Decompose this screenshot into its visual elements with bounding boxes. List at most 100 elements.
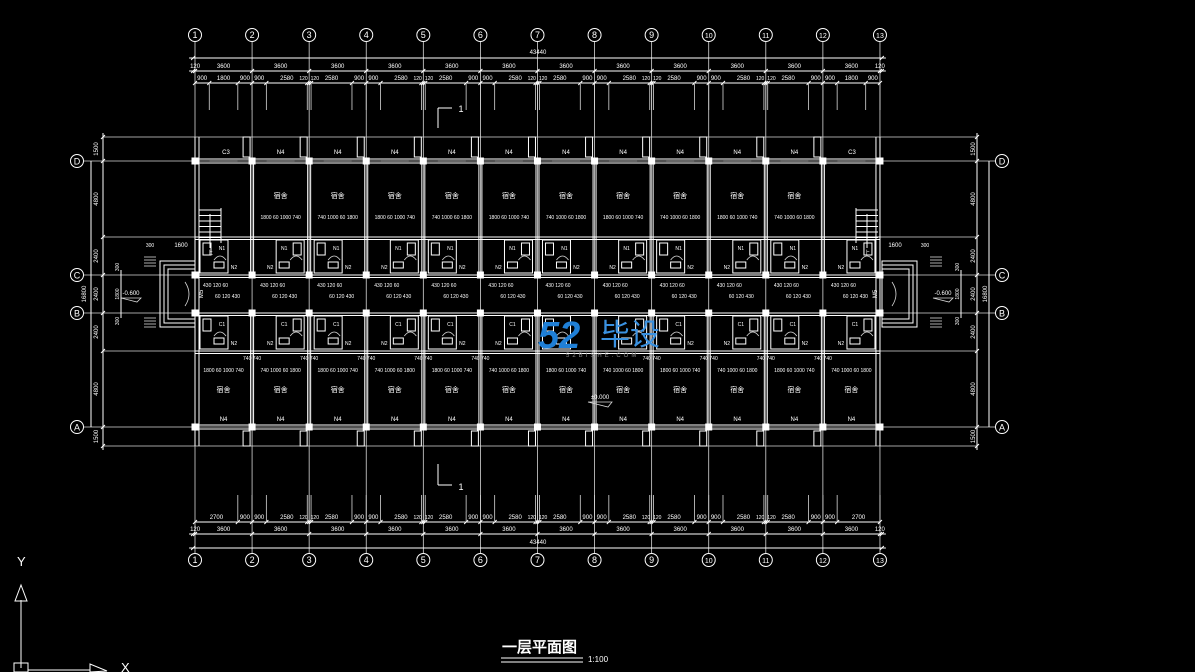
column — [305, 157, 313, 165]
toilet-fixture-bottom — [278, 337, 290, 345]
dim-side: 2400 — [94, 287, 100, 301]
dim-detail: 900 — [240, 515, 251, 521]
room-label: 宿舍 — [559, 191, 573, 200]
door-label-n2: N2 — [267, 341, 274, 347]
room-inner-dims: 740 1000 60 1800 — [717, 368, 758, 374]
axis-label-11: 11 — [762, 558, 769, 565]
dim-detail: 2700 — [210, 515, 224, 521]
drawing-scale: 1:100 — [588, 655, 609, 664]
dim-side: 4800 — [971, 382, 977, 396]
toilet-gap-dims: 740 740 — [471, 356, 489, 362]
dim-detail: 2580 — [667, 515, 681, 521]
column — [533, 309, 541, 317]
dim-tick — [692, 80, 697, 86]
dim-detail: 900 — [354, 515, 365, 521]
dim-detail: 120 — [642, 76, 651, 82]
toilet-bottom — [503, 315, 533, 350]
dim-bay: 3600 — [845, 527, 859, 533]
column — [362, 271, 370, 279]
column — [876, 157, 884, 165]
floor-elevation: ±0.000 — [591, 395, 610, 401]
entrance-dim: 300 — [955, 317, 961, 326]
toilet-gap-dims: 740 740 — [643, 356, 661, 362]
dim-tick — [834, 519, 840, 525]
window-label-n4: N4 — [334, 417, 342, 423]
axis-label-B: B — [999, 309, 1005, 319]
toilet-top — [541, 239, 571, 274]
axis-bubble-8 — [587, 28, 602, 42]
dim-detail: 120 — [311, 515, 320, 521]
balcony-wall — [699, 136, 708, 158]
window-label-n4: N4 — [562, 417, 570, 423]
room-label: 宿舍 — [388, 191, 402, 200]
axis-bubble-12 — [815, 553, 830, 567]
dim-side: 2400 — [971, 249, 977, 263]
dim-tick — [463, 519, 469, 525]
dim-tick — [100, 134, 106, 140]
column — [476, 271, 484, 279]
toilet-gap-dims: 740 740 — [243, 356, 261, 362]
toilet-label: N1 — [333, 246, 340, 252]
dim-bay: 3600 — [788, 527, 802, 533]
window-label-c3: C3 — [222, 150, 230, 156]
door-label-n2: N2 — [495, 341, 502, 347]
toilet-fixture-bottom — [849, 337, 861, 345]
door-swing-top — [327, 255, 341, 261]
dim-side: 4800 — [971, 192, 977, 206]
dim-tick — [190, 545, 196, 551]
dim-detail: 120 — [653, 515, 662, 521]
dim-detail: 900 — [254, 515, 265, 521]
door-label-n2: N2 — [459, 265, 466, 271]
room-inner-dims: 1800 60 1000 740 — [318, 368, 359, 374]
axis-bubble-D — [995, 154, 1009, 168]
dim-detail: 2580 — [781, 515, 795, 521]
dim-detail: 900 — [354, 76, 365, 82]
balcony-wall — [585, 430, 594, 447]
dim-tick — [100, 424, 106, 430]
dim-bay: 3600 — [217, 527, 231, 533]
room-inner-dims: 1800 60 1000 740 — [432, 368, 473, 374]
balcony-wall — [813, 136, 822, 158]
toilet-label: N1 — [219, 246, 226, 252]
toilet-top — [199, 239, 229, 274]
dim-detail: 900 — [582, 76, 593, 82]
room-label: 宿舍 — [673, 385, 687, 394]
balcony-wall — [642, 136, 651, 158]
corridor-dims: 60 120 430 — [672, 294, 697, 300]
dim-side: 1500 — [94, 142, 100, 156]
corridor-dims: 60 120 430 — [843, 294, 868, 300]
dim-tick — [363, 519, 369, 525]
corridor-dims: 430 120 60 — [603, 283, 628, 289]
axis-label-2: 2 — [250, 30, 255, 40]
dim-detail: 2580 — [737, 515, 751, 521]
door-label-n2: N2 — [495, 265, 502, 271]
corridor-dims: 60 120 430 — [272, 294, 297, 300]
dim-detail: 900 — [197, 76, 208, 82]
dim-bay: 3600 — [731, 527, 745, 533]
room-label: 宿舍 — [787, 385, 801, 394]
dim-tick — [463, 80, 469, 86]
axis-bubble-5 — [416, 28, 431, 42]
toilet-bottom — [389, 315, 419, 350]
axis-label-4: 4 — [364, 30, 369, 40]
corridor-dims: 60 120 430 — [329, 294, 354, 300]
dim-detail: 120 — [413, 76, 422, 82]
dim-tick — [765, 80, 771, 86]
window-label-n4: N4 — [733, 417, 741, 423]
dim-detail: 900 — [597, 515, 608, 521]
corridor-dims: 60 120 430 — [786, 294, 811, 300]
entrance-step-right — [881, 264, 914, 324]
column — [819, 271, 827, 279]
dim-tick — [363, 531, 369, 537]
column — [248, 423, 256, 431]
axis-bubble-1 — [188, 28, 202, 42]
dim-detail: 120 — [539, 515, 548, 521]
dim-tick — [478, 68, 483, 74]
dim-tick — [651, 80, 656, 86]
dim-tick — [249, 519, 255, 525]
toilet-gap-dims: 740 740 — [414, 356, 432, 362]
dim-tick — [647, 519, 653, 525]
toilet-gap-dims: 740 740 — [757, 356, 775, 362]
dim-tick — [492, 519, 498, 525]
